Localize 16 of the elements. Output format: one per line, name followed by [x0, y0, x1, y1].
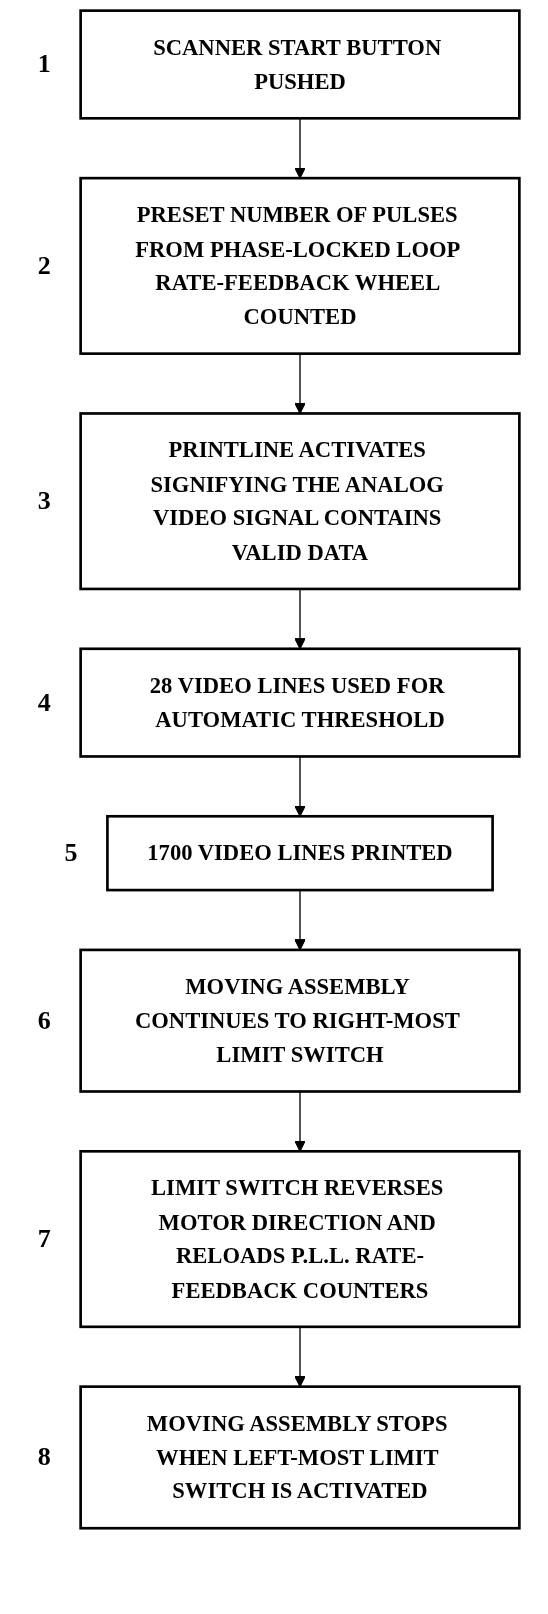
node-box: MOVING ASSEMBLY STOPS WHEN LEFT-MOST LIMIT SWITCH IS ACTIVATED: [79, 1385, 521, 1530]
node-box: SCANNER START BUTTON PUSHED: [79, 9, 521, 120]
node-box: MOVING ASSEMBLY CONTINUES TO RIGHT-MOST LIMIT SWITCH: [79, 948, 521, 1093]
step-number: 5: [64, 838, 78, 869]
step-number: 3: [37, 486, 51, 517]
node-box: 1700 VIDEO LINES PRINTED: [106, 814, 494, 892]
node-box: 28 VIDEO LINES USED FOR AUTOMATIC THRESHOLD: [79, 647, 521, 758]
step-number: 4: [37, 687, 51, 718]
step-number: 2: [37, 250, 51, 281]
node-box: LIMIT SWITCH REVERSES MOTOR DIRECTION AND RELOADS P.L.L. RATE-FEEDBACK COUNTERS: [79, 1150, 521, 1329]
node-box: PRINTLINE ACTIVATES SIGNIFYING THE ANALOG VIDEO SIGNAL CONTAINS VALID DATA: [79, 412, 521, 591]
step-number: 1: [37, 49, 51, 80]
step-number: 7: [37, 1224, 51, 1255]
step-number: 6: [37, 1005, 51, 1036]
step-number: 8: [37, 1442, 51, 1473]
node-box: PRESET NUMBER OF PULSES FROM PHASE-LOCKED LOOP RATE-FEEDBACK WHEEL COUNTED: [79, 176, 521, 355]
